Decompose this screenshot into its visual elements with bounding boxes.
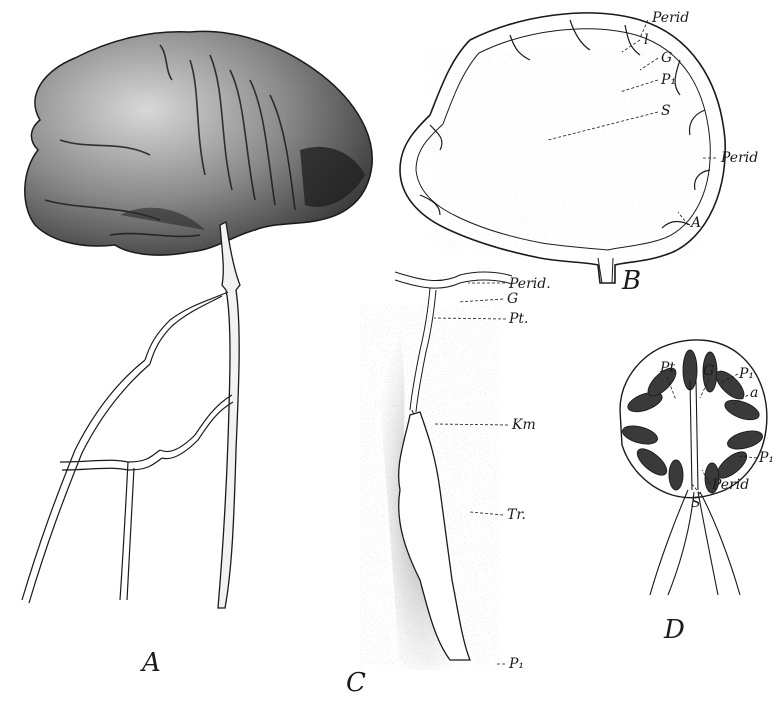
panel-b-drawing (400, 13, 725, 283)
panel-d-label-p1-top: P₁ (739, 367, 754, 381)
panel-c-label-tr: Tr. (507, 508, 526, 522)
panel-c-label-km: Km (512, 418, 536, 432)
panel-d-label-p1-right: P₁ (759, 451, 774, 465)
panel-c-label-p1: P₁ (509, 657, 524, 671)
panel-c-letter: C (346, 670, 366, 696)
panel-d-label-a: a (750, 386, 758, 400)
panel-d-label-perid: Perid (712, 478, 749, 492)
panel-b-label-l: l (644, 33, 648, 47)
panel-b-label-s: S (661, 104, 671, 118)
panel-b-label-g: G (661, 51, 672, 65)
panel-d-label-s: S (691, 496, 701, 510)
panel-d-letter: D (664, 617, 685, 643)
panel-c-drawing (360, 272, 512, 670)
panel-a-letter: A (142, 650, 161, 676)
panel-c-label-g: G (507, 292, 518, 306)
panel-d-label-g: G (703, 364, 714, 378)
panel-d-label-pt: Pt (660, 361, 675, 375)
panel-c-label-perid: Perid. (509, 277, 551, 291)
panel-b-label-a: A (691, 216, 701, 230)
panel-b-label-perid-mid: Perid (721, 151, 758, 165)
panel-c-label-pt: Pt. (509, 312, 529, 326)
panel-b-label-p1: P₁ (661, 73, 676, 87)
panel-a-drawing (22, 31, 372, 608)
panel-b-label-perid-top: Perid (652, 11, 689, 25)
panel-b-letter: B (622, 268, 641, 294)
